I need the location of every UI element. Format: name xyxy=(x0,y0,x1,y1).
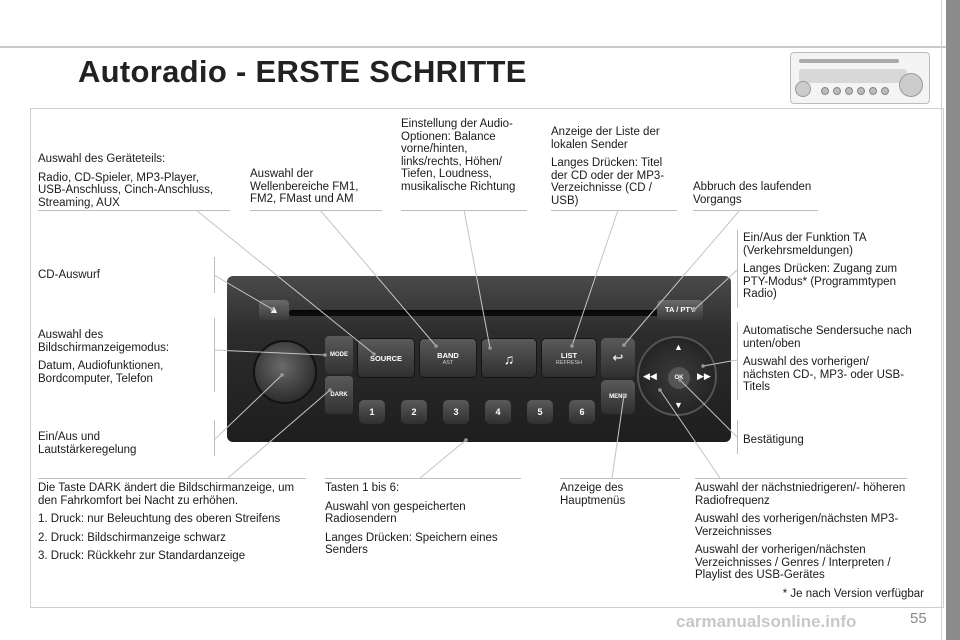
header-rule xyxy=(0,46,948,48)
back-button[interactable]: ↩ xyxy=(601,338,635,378)
label-liste: Anzeige der Liste der lokalen Sender Lan… xyxy=(551,126,665,207)
music-note-icon: ♫ xyxy=(503,351,515,367)
seek-forward-icon[interactable]: ▶▶ xyxy=(697,371,711,381)
side-tab xyxy=(946,0,960,640)
list-button[interactable]: LIST REFRESH xyxy=(541,338,597,378)
label-tasten: Tasten 1 bis 6: Auswahl von gespeicherte… xyxy=(325,482,498,556)
audio-note-button[interactable]: ♫ xyxy=(481,338,537,378)
label-frequenz: Auswahl der nächstniedrigeren/- höheren … xyxy=(695,482,906,581)
page-title: Autoradio - ERSTE SCHRITTE xyxy=(78,54,527,89)
ta-pty-button[interactable]: TA / PTY xyxy=(657,300,703,320)
preset-button-5[interactable]: 5 xyxy=(527,400,553,424)
dark-button[interactable]: DARK xyxy=(325,376,353,414)
return-arrow-icon: ↩ xyxy=(612,350,624,365)
eject-button[interactable]: ▲ xyxy=(259,300,289,320)
ok-button[interactable]: OK xyxy=(668,367,690,389)
label-dark: Die Taste DARK ändert die Bildschirmanze… xyxy=(38,482,295,562)
seek-back-icon[interactable]: ◀◀ xyxy=(643,371,657,381)
label-sendersuche: Automatische Sendersuche nach unten/oben… xyxy=(743,325,912,393)
radio-thumbnail xyxy=(790,52,930,104)
preset-button-3[interactable]: 3 xyxy=(443,400,469,424)
volume-knob[interactable] xyxy=(253,340,317,404)
arrow-up-icon[interactable]: ▲ xyxy=(674,342,683,352)
content-frame xyxy=(30,108,944,608)
watermark: carmanualsonline.info xyxy=(676,612,857,631)
label-audio-optionen: Einstellung der Audio-Optionen: Balance … xyxy=(401,118,516,193)
preset-button-6[interactable]: 6 xyxy=(569,400,595,424)
footnote: * Je nach Version verfügbar xyxy=(782,588,924,600)
side-rule xyxy=(941,0,942,640)
preset-button-1[interactable]: 1 xyxy=(359,400,385,424)
label-bestaetigung: Bestätigung xyxy=(743,434,804,446)
cd-slot xyxy=(289,310,661,316)
preset-button-2[interactable]: 2 xyxy=(401,400,427,424)
label-geraeteteil: Auswahl des Geräteteils: Radio, CD-Spiel… xyxy=(38,153,214,209)
arrow-down-icon[interactable]: ▼ xyxy=(674,400,683,410)
navigation-pad[interactable]: ▲ ▼ ◀◀ ▶▶ OK xyxy=(637,336,717,416)
label-hauptmenue: Anzeige des Hauptmenüs xyxy=(560,482,626,507)
band-button[interactable]: BAND AST xyxy=(419,338,477,378)
page-number: 55 xyxy=(910,610,927,627)
label-cd-auswurf: CD-Auswurf xyxy=(38,269,100,281)
radio-unit: ▲ TA / PTY MODE DARK SOURCE BAND AST ♫ L… xyxy=(227,276,731,442)
source-button[interactable]: SOURCE xyxy=(357,338,415,378)
preset-button-4[interactable]: 4 xyxy=(485,400,511,424)
label-bildschirm: Auswahl des Bildschirmanzeigemodus: Datu… xyxy=(38,329,170,385)
label-ein-aus: Ein/Aus und Lautstärkeregelung xyxy=(38,431,137,456)
label-ta: Ein/Aus der Funktion TA (Verkehrsmeldung… xyxy=(743,232,898,300)
label-wellenbereiche: Auswahl der Wellenbereiche FM1, FM2, FMa… xyxy=(250,168,359,205)
mode-button[interactable]: MODE xyxy=(325,336,353,374)
label-abbruch: Abbruch des laufenden Vorgangs xyxy=(693,181,812,206)
menu-button[interactable]: MENU xyxy=(601,380,635,414)
